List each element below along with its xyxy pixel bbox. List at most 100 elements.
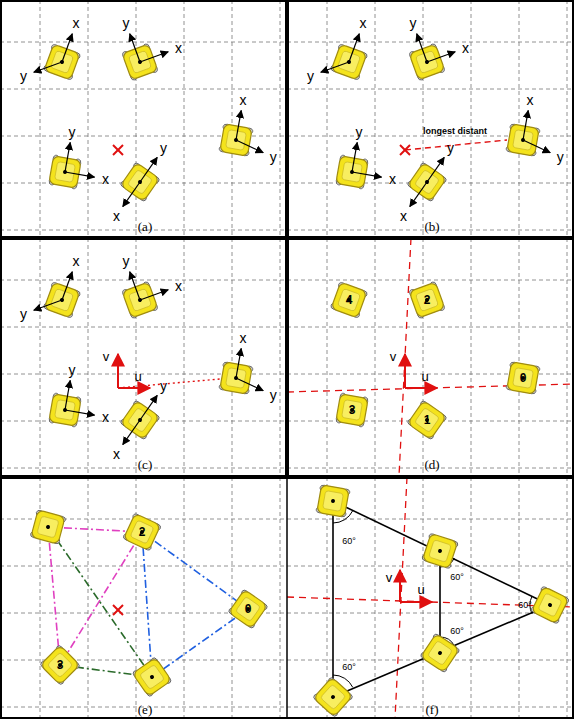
grid-line [375,238,376,476]
robot-body [31,510,65,544]
axis-name: v [390,350,397,363]
target-cross [400,145,410,155]
robot [228,589,269,629]
u-axis-arrow [400,601,432,603]
panel-label: (d) [424,458,439,471]
robot-center [331,499,336,504]
grid-line [423,477,424,719]
panel-art [321,34,550,207]
robot-axis [352,172,382,177]
robot-body [123,513,160,550]
robot-axis [123,420,140,445]
robot-body [331,282,367,318]
pairing-line [60,532,142,665]
grid-line [287,327,574,328]
grid-line [0,327,287,328]
target-cross [113,605,123,615]
robot-top [513,368,534,389]
robot-axis [65,142,70,172]
robot-body [421,634,460,673]
robot-top [429,540,452,563]
robot-body [313,677,353,717]
callout-number: 2 [139,526,146,538]
axis-label: y [69,125,76,139]
robot [336,393,369,427]
robot-top [37,516,59,538]
pairing-line [48,527,60,665]
robot-top [415,288,438,311]
robot-axis [65,172,95,177]
robot [330,282,368,319]
grid-line [519,0,520,238]
robot-axis [123,182,140,207]
axis-label: x [73,16,80,30]
panel-label: (a) [138,220,152,233]
robot-axis [349,34,359,62]
grid-line [88,0,89,238]
robot [132,657,172,698]
robot-axis [427,157,444,182]
robot-axis [236,140,263,153]
robot-axis [130,272,140,300]
robot-body [531,586,568,623]
grid-line [0,89,287,90]
axis-label: y [20,307,27,321]
grid-line [232,0,233,238]
grid-line [280,0,281,238]
direction-line [118,379,220,388]
axis-label: y [69,363,76,377]
axis-label: x [113,209,120,223]
robot-body [40,645,80,685]
robot-body [507,362,539,394]
axis-label: y [356,125,363,139]
panel-label: (e) [138,703,152,716]
pairing-line [152,609,248,677]
robot-top [130,520,154,544]
panel-art [30,510,268,698]
axis-label: x [400,209,407,223]
robot-body [317,485,349,517]
grid-line [471,477,472,719]
grid-line [567,0,568,238]
robot [530,586,569,624]
robot-center [547,602,552,607]
grid-line [136,238,137,476]
axis-label: y [307,69,314,83]
axis-name: v [386,571,393,584]
robot-axis [140,52,168,62]
axis-label: x [462,41,469,55]
robot-axis [236,378,263,391]
robot [39,644,80,685]
axis-label: x [240,93,247,107]
callout-number: 3 [349,404,356,416]
u-axis-arrow [118,387,150,389]
grid-line [184,477,185,719]
callout-number: 0 [520,372,527,384]
grid-line [327,238,328,476]
grid-line [88,477,89,719]
grid-line [280,477,281,719]
panel-divider [286,477,288,719]
robot-top [428,641,453,666]
u-axis-arrow [405,387,437,389]
robot [421,533,458,569]
robot-top [320,684,345,709]
formation-line [333,605,550,697]
axis-label: y [20,69,27,83]
robot-axis [523,110,528,140]
panel-divider [0,236,574,240]
robot-axis [417,34,427,62]
robot-body [336,394,368,426]
frame-axis-line [395,477,407,719]
robot [312,677,353,718]
robot [316,485,350,518]
robot-axis [62,34,72,62]
angle-label: 60° [450,573,464,582]
grid-line [0,566,287,567]
axis-name: u [421,370,428,383]
robot [122,513,161,551]
axis-label: y [447,141,454,155]
robot-center [330,694,336,700]
grid-line [136,0,137,238]
